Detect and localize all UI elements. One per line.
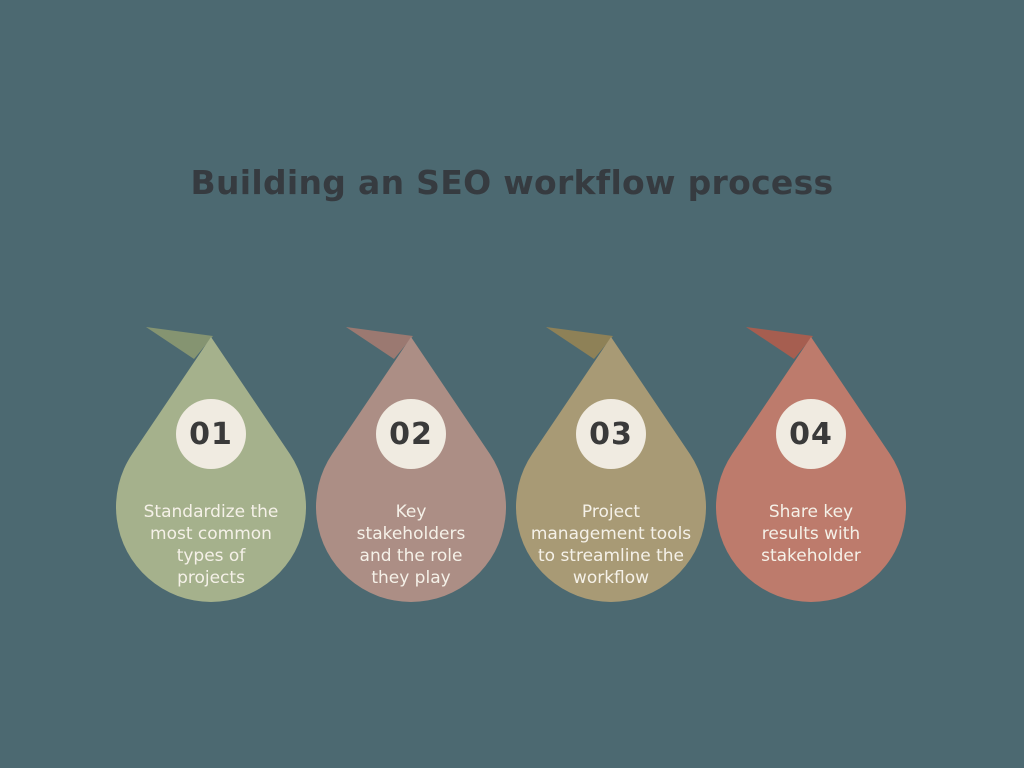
step-number-badge: 01 — [176, 399, 246, 469]
step-number: 03 — [589, 416, 633, 452]
teardrop-shape — [116, 327, 306, 602]
teardrop-shape — [516, 327, 706, 602]
step-card-2: 02 Key stakeholders and the role they pl… — [316, 325, 506, 605]
fold-triangle-icon — [146, 327, 213, 359]
step-description: Project management tools to streamline t… — [530, 502, 692, 588]
step-number-badge: 02 — [376, 399, 446, 469]
fold-triangle-icon — [746, 327, 813, 359]
fold-triangle-icon — [546, 327, 613, 359]
drop-body — [716, 337, 906, 602]
teardrop-shape — [716, 327, 906, 602]
step-number: 01 — [189, 416, 233, 452]
step-number-badge: 04 — [776, 399, 846, 469]
step-description: Standardize the most common types of pro… — [143, 502, 279, 588]
fold-triangle-icon — [346, 327, 413, 359]
step-number-badge: 03 — [576, 399, 646, 469]
step-card-1: 01 Standardize the most common types of … — [116, 325, 306, 605]
step-description: Share key results with stakeholder — [761, 502, 861, 566]
step-card-4: 04 Share key results with stakeholder — [716, 325, 906, 605]
step-description: Key stakeholders and the role they play — [356, 502, 466, 588]
teardrop-shape — [316, 327, 506, 602]
page-title: Building an SEO workflow process — [190, 163, 834, 202]
drop-body — [116, 337, 306, 602]
step-number: 02 — [389, 416, 433, 452]
step-card-3: 03 Project management tools to streamlin… — [516, 325, 706, 605]
drop-body — [516, 337, 706, 602]
drop-body — [316, 337, 506, 602]
step-number: 04 — [789, 416, 833, 452]
